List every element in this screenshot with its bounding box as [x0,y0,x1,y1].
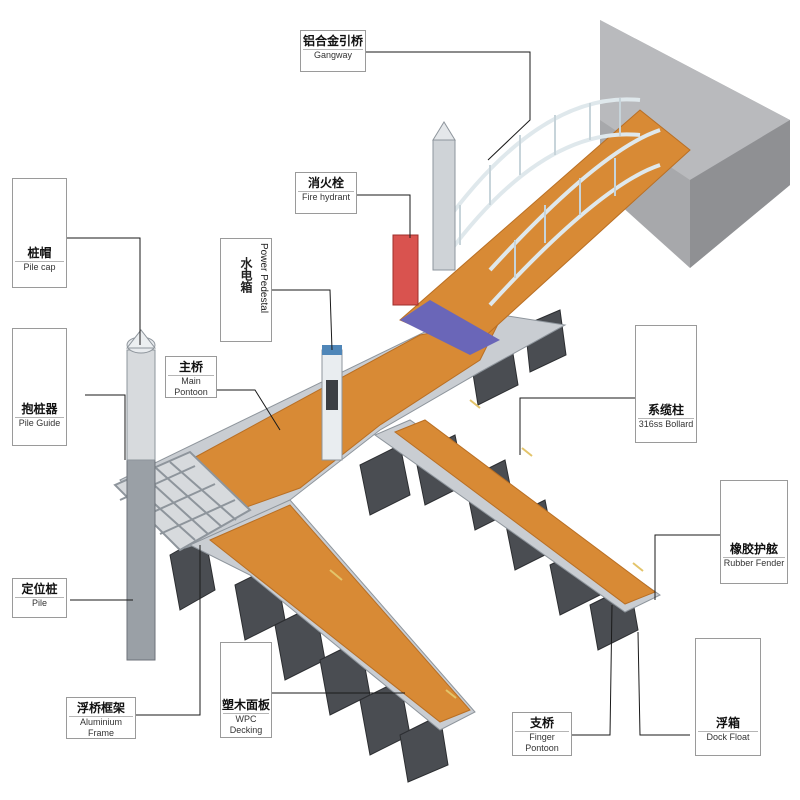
finger-pontoon-label: 支桥 Finger Pontoon [512,712,572,756]
pile-cap-label-en: Pile cap [15,261,64,275]
left-finger-deck [209,504,471,723]
pile-guide-label-en: Pile Guide [15,417,64,431]
leader-lines [65,51,720,736]
front-pile [125,329,157,661]
power-pedestal-label: Power Pedestal 水电箱 [220,238,272,342]
finger-pontoon-label-cn: 支桥 [529,716,554,730]
fire-hydrant-label: 消火栓 Fire hydrant [295,172,357,214]
power-pedestal-unit [321,345,343,461]
dock-float-label: 浮箱 Dock Float [695,638,761,756]
wpc-decking-label-en: WPC Decking [223,713,269,738]
rubber-fender-label-en: Rubber Fender [723,557,785,571]
gangway-rails [438,97,661,307]
wpc-decking-label: 塑木面板 WPC Decking [220,642,272,738]
pile-label-en: Pile [15,597,64,611]
gangway-plate [400,300,500,355]
bollard-label: 系缆柱 316ss Bollard [635,325,697,443]
bollard-markers [329,399,644,699]
bollard-label-en: 316ss Bollard [638,418,694,432]
aluminium-frame-label-cn: 浮桥框架 [76,701,125,715]
gangway-label-en: Gangway [303,49,363,63]
pile-label: 定位桩 Pile [12,578,67,618]
wpc-decking-label-cn: 塑木面板 [221,698,270,712]
bollard-label-cn: 系缆柱 [647,403,684,417]
pile-guide-label: 抱桩器 Pile Guide [12,328,67,446]
pile-cap-label-cn: 桩帽 [27,246,52,260]
rubber-fender-label: 橡胶护舷 Rubber Fender [720,480,788,584]
gangway-label-cn: 铝合金引桥 [302,34,363,48]
power-pedestal-label-en: Power Pedestal [258,243,269,314]
pile-cap-label: 桩帽 Pile cap [12,178,67,288]
gangway-truss [459,98,621,278]
rubber-fender-label-cn: 橡胶护舷 [729,542,778,556]
finger-pontoon-label-en: Finger Pontoon [515,731,569,756]
main-pontoon-label: 主桥 Main Pontoon [165,356,217,398]
aluminium-frame-label-en: Aluminium Frame [69,716,133,741]
dock-float-label-cn: 浮箱 [715,716,740,730]
aluminium-frame-label: 浮桥框架 Aluminium Frame [66,697,136,739]
fire-hydrant-cabinet [392,234,419,306]
rear-pile [432,121,456,271]
gangway-label: 铝合金引桥 Gangway [300,30,366,72]
power-pedestal-label-cn: 水电箱 [239,257,253,293]
right-finger-deck [393,419,657,605]
dock-float-label-en: Dock Float [698,731,758,745]
fire-hydrant-label-en: Fire hydrant [298,191,354,205]
fire-hydrant-label-cn: 消火栓 [307,176,344,190]
main-pontoon-label-cn: 主桥 [178,360,203,374]
main-pontoon-label-en: Main Pontoon [168,375,214,400]
pile-label-cn: 定位桩 [21,582,58,596]
pile-guide-label-cn: 抱桩器 [21,402,58,416]
